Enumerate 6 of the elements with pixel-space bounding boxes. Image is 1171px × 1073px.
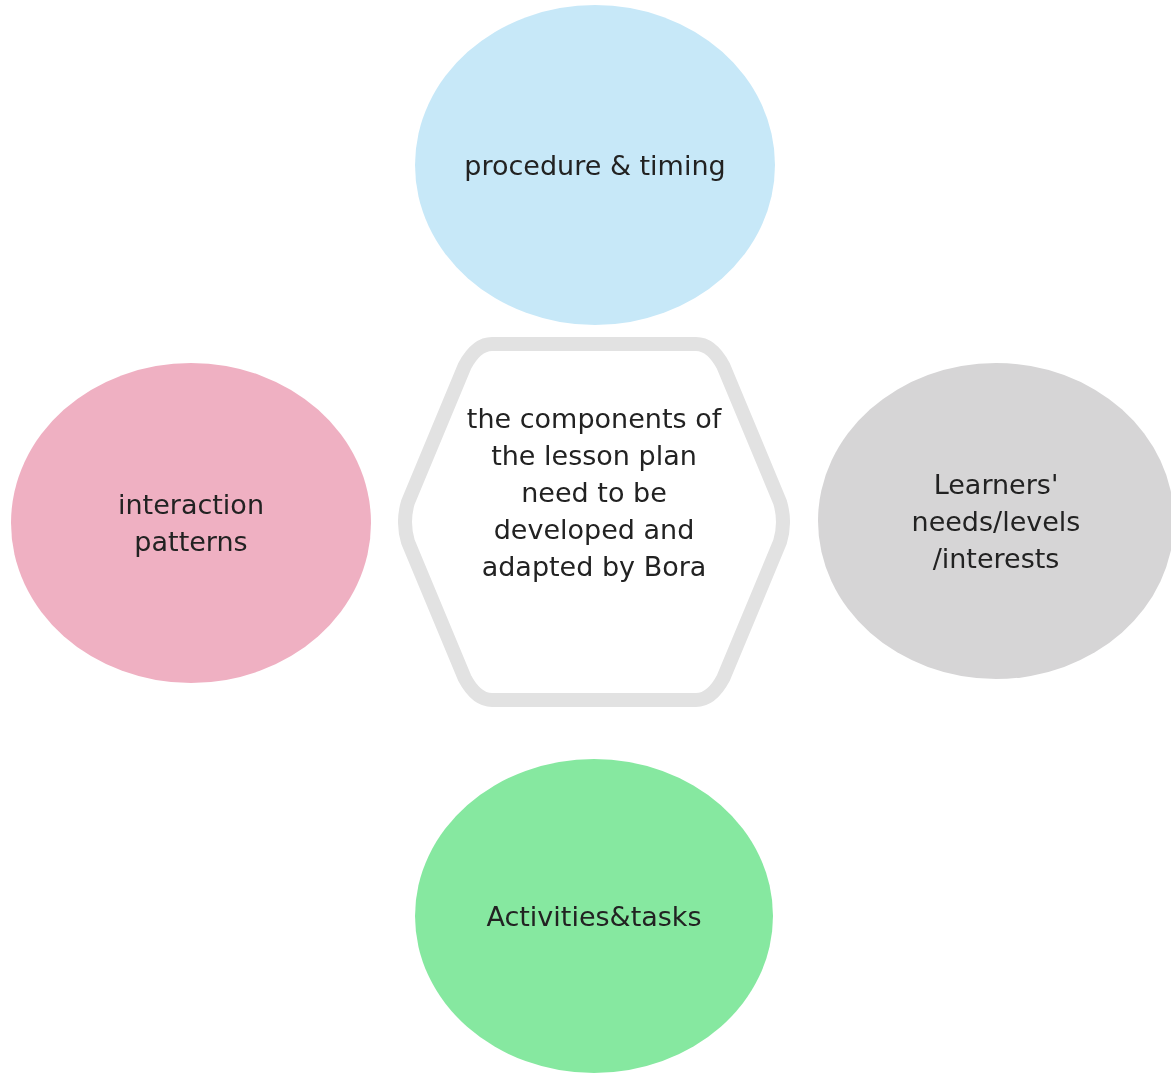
hexagon-node xyxy=(398,336,790,708)
node-label: Learners' needs/levels /interests xyxy=(910,467,1082,576)
node-label: Activities&tasks xyxy=(485,899,703,934)
node-label: the components of the lesson plan need to be developed and adapted by Bora xyxy=(465,401,723,584)
node-label: interaction patterns xyxy=(117,488,265,559)
node-label: procedure & timing xyxy=(463,148,727,183)
